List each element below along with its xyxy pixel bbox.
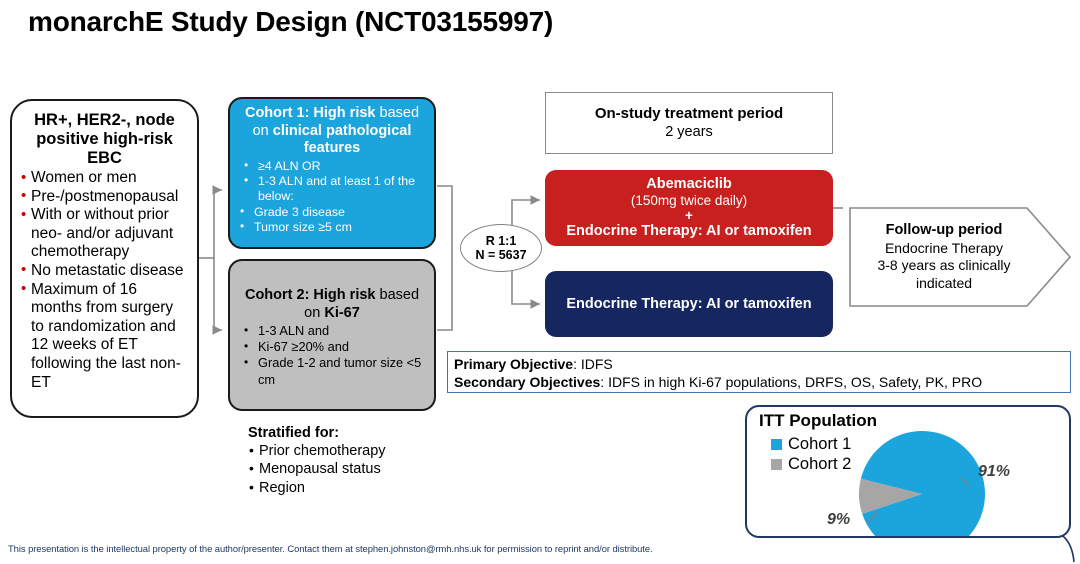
- list-item: No metastatic disease: [20, 261, 189, 281]
- list-item: Region: [248, 478, 468, 497]
- arm-a-dose: (150mg twice daily): [630, 193, 748, 208]
- arm-a-drug: Abemaciclib: [646, 176, 732, 192]
- legend-swatch-cohort-1: [771, 439, 782, 450]
- stratification-heading: Stratified for:: [248, 425, 340, 441]
- itt-population-panel: ITT Population Cohort 1 Cohort 2 91% 9%: [745, 405, 1071, 538]
- legend-item-cohort-2: Cohort 2: [771, 455, 851, 474]
- pie-slice: [858, 478, 922, 514]
- list-item: Prior chemotherapy: [248, 441, 468, 460]
- on-study-duration: 2 years: [665, 124, 713, 140]
- on-study-title: On-study treatment period: [594, 105, 784, 122]
- cohort-1-heading-strong-a: Cohort 1: High risk: [244, 105, 376, 121]
- cohort-1-box: Cohort 1: High risk based on clinical pa…: [228, 97, 436, 249]
- randomization-n: N = 5637: [475, 248, 527, 262]
- cohort-2-heading-strong-b: Ki-67: [324, 304, 360, 321]
- cohort-2-heading: Cohort 2: High risk based on Ki-67: [236, 287, 428, 322]
- pie-legend: Cohort 1 Cohort 2: [771, 435, 851, 475]
- primary-objective-label: Primary Objective: [454, 356, 574, 372]
- cohort-2-box: Cohort 2: High risk based on Ki-67 1-3 A…: [228, 259, 436, 411]
- secondary-objective-label: Secondary Objectives: [454, 374, 601, 390]
- page-title: monarchE Study Design (NCT03155997): [28, 6, 554, 37]
- footer-disclaimer: This presentation is the intellectual pr…: [8, 543, 653, 554]
- follow-up-line2: Endocrine Therapy: [884, 239, 1004, 256]
- list-item: Grade 3 disease: [236, 204, 428, 220]
- list-item: Maximum of 16 months from surgery to ran…: [20, 280, 189, 393]
- list-item: Tumor size ≥5 cm: [236, 219, 428, 235]
- legend-label-cohort-1: Cohort 1: [788, 435, 852, 453]
- list-item: 1-3 ALN and: [236, 322, 428, 339]
- arm-b-endocrine: Endocrine Therapy: AI or tamoxifen: [566, 295, 812, 312]
- cohort-1-heading-strong-b: clinical pathological features: [272, 122, 412, 157]
- list-item: Women or men: [20, 169, 189, 188]
- cohort-1-heading-mid: based on: [252, 105, 420, 139]
- stratification-block: Stratified for: Prior chemotherapy Menop…: [248, 424, 468, 497]
- list-item: ≥4 ALN OR: [236, 157, 428, 174]
- list-item: Menopausal status: [248, 459, 468, 478]
- list-item: Grade 1-2 and tumor size <5: [236, 354, 428, 371]
- primary-objective-value: : IDFS: [573, 356, 613, 372]
- legend-item-cohort-1: Cohort 1: [771, 435, 851, 454]
- pie-chart: [857, 429, 987, 536]
- follow-up-period-shape: Follow-up period Endocrine Therapy 3-8 y…: [849, 207, 1072, 307]
- eligibility-heading: HR+, HER2-, node positive high-risk EBC: [34, 111, 175, 167]
- pie-label-cohort-1: 91%: [978, 463, 1011, 480]
- list-item: Pre-/postmenopausal: [20, 187, 189, 207]
- list-item: With or without prior neo- and/or adjuva…: [20, 206, 189, 262]
- eligibility-box: HR+, HER2-, node positive high-risk EBC …: [10, 99, 199, 418]
- arm-a-plus: +: [685, 208, 693, 223]
- list-item: 1-3 ALN and at least 1 of the: [236, 173, 428, 189]
- cohort-1-list: ≥4 ALN OR 1-3 ALN and at least 1 of the …: [236, 157, 428, 205]
- itt-title: ITT Population: [759, 411, 878, 430]
- primary-objective-line: Primary Objective: IDFS: [454, 355, 1064, 373]
- follow-up-text: Follow-up period Endocrine Therapy 3-8 y…: [849, 207, 1039, 307]
- list-item: Ki-67 ≥20% and: [236, 338, 428, 355]
- objectives-box: Primary Objective: IDFS Secondary Object…: [447, 351, 1071, 393]
- cohort-2-list: 1-3 ALN and Ki-67 ≥20% and Grade 1-2 and…: [236, 322, 428, 388]
- randomization-node: R 1:1 N = 5637: [460, 224, 542, 272]
- pie-chart-svg: [858, 431, 985, 536]
- secondary-objective-value: : IDFS in high Ki-67 populations, DRFS, …: [600, 374, 983, 390]
- cohort-2-heading-mid: based on: [304, 287, 420, 321]
- follow-up-title: Follow-up period: [885, 222, 1003, 238]
- list-item: below:: [258, 189, 294, 204]
- pie-slice: [860, 431, 985, 536]
- cohort-2-heading-strong-a: Cohort 2: High risk: [244, 287, 376, 303]
- stratification-list: Prior chemotherapy Menopausal status Reg…: [248, 441, 468, 497]
- treatment-arm-b-box: Endocrine Therapy: AI or tamoxifen: [545, 271, 833, 337]
- legend-swatch-cohort-2: [771, 459, 782, 470]
- follow-up-line3: 3-8 years as clinically: [877, 257, 1011, 273]
- randomization-ratio: R 1:1: [485, 233, 517, 248]
- cohort-1-sublist: Grade 3 disease Tumor size ≥5 cm: [236, 204, 428, 236]
- legend-label-cohort-2: Cohort 2: [788, 455, 852, 473]
- follow-up-arrow-icon: [849, 207, 1072, 307]
- treatment-arm-a-box: Abemaciclib (150mg twice daily) + Endocr…: [545, 170, 833, 246]
- on-study-period-box: On-study treatment period 2 years: [545, 92, 833, 154]
- list-item: cm: [258, 371, 276, 387]
- follow-up-line4: indicated: [915, 274, 973, 291]
- pie-label-cohort-2: 9%: [827, 511, 851, 528]
- secondary-objective-line: Secondary Objectives: IDFS in high Ki-67…: [454, 373, 1064, 391]
- arm-a-endocrine: Endocrine Therapy: AI or tamoxifen: [566, 223, 812, 239]
- eligibility-list: Women or men Pre-/postmenopausal With or…: [20, 169, 189, 392]
- cohort-1-heading: Cohort 1: High risk based on clinical pa…: [236, 105, 428, 158]
